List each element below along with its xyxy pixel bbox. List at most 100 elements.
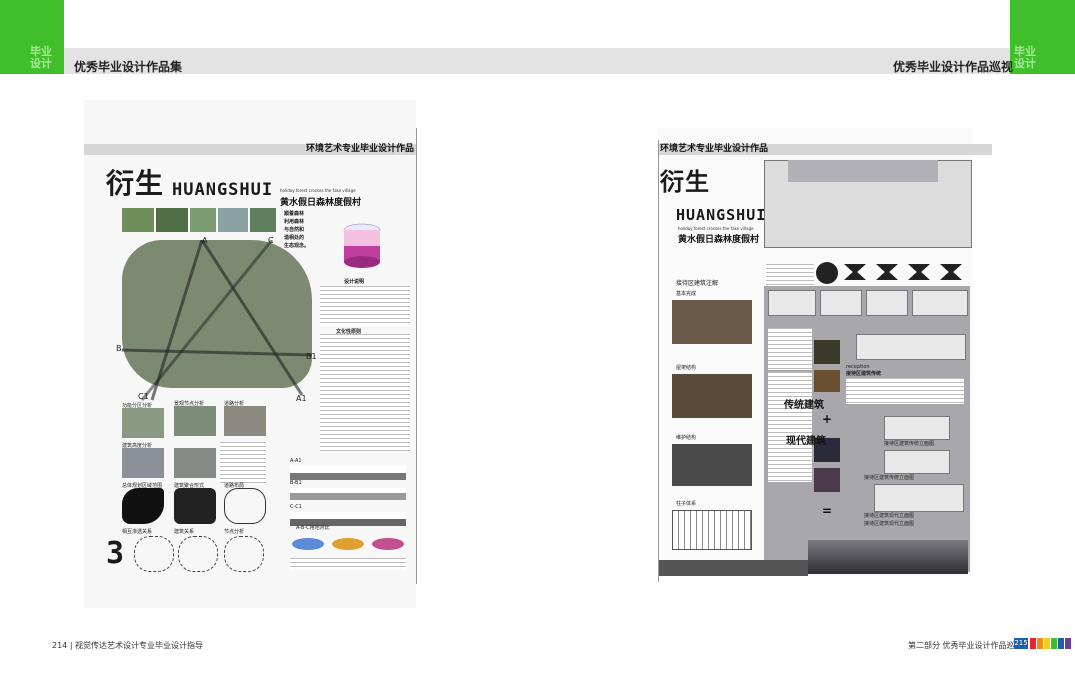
analysis-label-1: 功能分区分析	[122, 403, 153, 409]
analysis-thumb-7	[174, 488, 216, 524]
analysis-thumb-4	[122, 448, 164, 478]
right-intro-text	[766, 264, 814, 286]
section-label-a: A	[202, 236, 208, 245]
right-photo-3	[814, 438, 840, 462]
right-model-top-3	[866, 290, 908, 316]
center-word-equals: =	[822, 504, 833, 518]
right-category-bar: 环境艺术专业毕业设计作品	[658, 144, 992, 155]
section-label-a1: A1	[296, 394, 307, 403]
design-notes-text	[320, 286, 410, 326]
analysis-thumb-8	[224, 488, 266, 524]
analysis-thumb-9	[134, 536, 174, 572]
analysis-label-5: 总体规划区域范围	[122, 483, 163, 489]
left-photo-1	[122, 208, 154, 232]
land-chart-title: A-B-C用地对比	[296, 525, 330, 531]
elevation-label-2: 接待区建筑传统立面图	[864, 475, 915, 481]
right-building-roof	[788, 160, 938, 182]
section-profile-2	[290, 488, 406, 500]
analysis-label-2: 景观节点分析	[174, 401, 205, 407]
left-photo-3	[190, 208, 216, 232]
left-subtitle-en: holiday forest crosses the fake village	[280, 188, 356, 193]
elevation-4	[874, 484, 964, 512]
structure-model-1	[672, 300, 752, 344]
left-big-number: 3	[106, 536, 126, 571]
structure-label-3: 维护结构	[676, 435, 697, 441]
elevation-label-4: 接待区建筑现代立面图	[864, 521, 915, 527]
right-photo-1	[814, 340, 840, 364]
analysis-thumb-5	[174, 448, 216, 478]
section-profile-3	[290, 512, 406, 526]
right-category-text: 环境艺术专业毕业设计作品	[660, 144, 769, 154]
structure-label-1: 基本完成	[676, 291, 697, 297]
footer-left: 214 | 视觉传达艺术设计专业毕业设计指导	[52, 641, 204, 650]
structure-model-2	[672, 374, 752, 418]
elevation-label-1: 接待区建筑传统立面图	[884, 441, 935, 447]
structure-model-3	[672, 444, 752, 486]
center-word-traditional: 传统建筑	[784, 400, 824, 411]
pattern-icon-3	[908, 264, 930, 280]
reception-label: reception	[846, 364, 870, 370]
analysis-label-6: 建筑聚合形式	[174, 483, 205, 489]
analysis-label-3: 道路分析	[224, 401, 245, 407]
color-stripe-4	[1051, 638, 1057, 649]
reception-cn-label: 接待区建筑传统	[846, 371, 882, 377]
analysis-thumb-6	[122, 488, 164, 524]
right-page-fold	[658, 140, 659, 582]
structure-label-2: 屋架结构	[676, 365, 697, 371]
analysis-thumb-2	[174, 406, 216, 436]
color-stripe-6	[1065, 638, 1071, 649]
right-model-top-1	[768, 290, 816, 316]
analysis-thumb-10	[178, 536, 218, 572]
left-subtitle-cn: 黄水假日森林度假村	[280, 198, 362, 208]
analysis-text-block	[220, 442, 266, 484]
right-photo-2	[814, 370, 840, 392]
analysis-label-9: 建筑关系	[174, 529, 195, 535]
land-pie-charts	[292, 538, 404, 550]
section-profile-1	[290, 466, 406, 480]
structure-model-4	[672, 510, 752, 550]
left-category-text: 环境艺术专业毕业设计作品	[305, 144, 414, 154]
analysis-thumb-1	[122, 408, 164, 438]
left-brand-cn: 衍生	[106, 167, 165, 200]
land-chart-legend	[290, 558, 406, 570]
right-body-text-3	[846, 378, 964, 404]
color-stripe-1	[1030, 638, 1036, 649]
right-model-top-4	[912, 290, 968, 316]
left-cylinder-diagram	[343, 223, 381, 268]
section-row-label-1: A-A1	[290, 458, 302, 464]
section-label-b1: B1	[306, 352, 317, 361]
analysis-label-4: 建筑高度分析	[122, 443, 153, 449]
right-body-text-2	[768, 372, 812, 482]
section-label-c: C	[268, 236, 274, 245]
right-bottom-ground	[658, 560, 808, 576]
green-tab-right: 毕业 设计	[1010, 0, 1075, 74]
elevation-3	[884, 450, 950, 474]
analysis-label-8: 相互渗透关系	[122, 529, 153, 535]
right-photo-4	[814, 468, 840, 492]
section-label-c1: C1	[138, 392, 149, 401]
color-stripe-3	[1044, 638, 1050, 649]
analysis-thumb-11	[224, 536, 264, 572]
right-bottom-rendering	[808, 540, 968, 574]
elevation-label-3: 接待区建筑现代立面图	[864, 513, 915, 519]
pattern-icon-4	[940, 264, 962, 280]
left-board: 环境艺术专业毕业设计作品 衍生 HUANGSHUI holiday forest…	[84, 100, 416, 608]
section-label-b: B	[116, 344, 122, 353]
structure-label-4: 柱子体系	[676, 501, 697, 507]
pattern-icon-2	[876, 264, 898, 280]
green-tab-left: 毕业 设计	[0, 0, 64, 74]
left-category-bar: 环境艺术专业毕业设计作品	[84, 144, 416, 155]
color-stripe-5	[1058, 638, 1064, 649]
annotation-title: 接待区建筑注解	[676, 280, 719, 287]
right-subtitle-en: holiday forest crosses the fake village	[678, 226, 754, 231]
header-band	[64, 48, 1010, 74]
footer-right: 第二部分 优秀毕业设计作品巡视	[908, 641, 1023, 650]
right-board: 环境艺术专业毕业设计作品 衍生 HUANGSHUI holiday forest…	[658, 128, 992, 576]
right-subtitle-cn: 黄水假日森林度假村	[678, 235, 760, 245]
left-side-caption: 顺着森林 利用森林 与自然和 谐相处的 生态观念。	[284, 211, 310, 249]
header-left-title: 优秀毕业设计作品集	[74, 60, 183, 74]
emblem-icon	[816, 262, 838, 284]
right-brand-cn: 衍生	[660, 168, 710, 196]
left-section-lines	[122, 240, 313, 401]
page-number-badge: 215	[1014, 638, 1028, 649]
